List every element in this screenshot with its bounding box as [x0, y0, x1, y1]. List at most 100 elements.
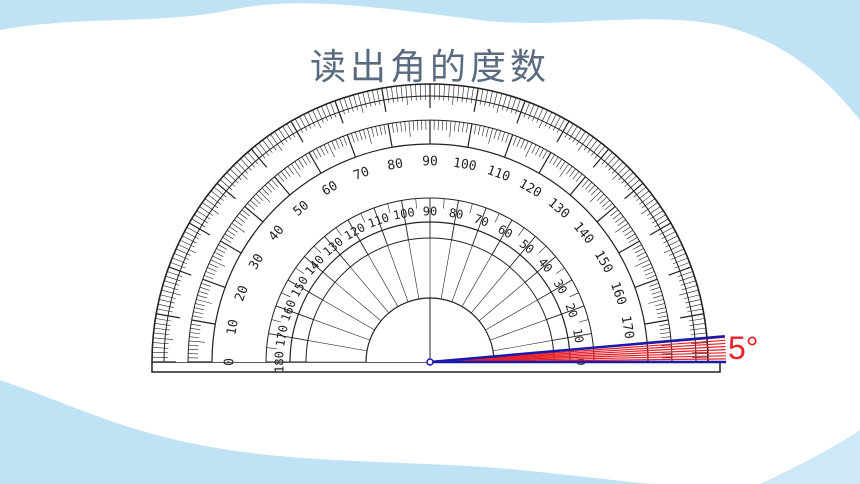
tick: [552, 333, 592, 341]
tick: [191, 319, 216, 325]
tick: [438, 84, 441, 101]
tick: [417, 120, 419, 131]
tick: [680, 313, 704, 319]
tick: [162, 285, 179, 291]
tick: [494, 213, 500, 223]
tick: [650, 286, 661, 291]
tick: [165, 275, 181, 282]
tick: [347, 219, 369, 255]
tick: [624, 182, 644, 200]
tick: [207, 267, 217, 272]
tick: [196, 299, 212, 304]
tick: [401, 200, 409, 240]
tick: [501, 131, 506, 142]
tick: [367, 128, 372, 144]
tick: [465, 122, 469, 133]
tick: [515, 99, 521, 115]
tick: [501, 94, 507, 111]
tick: [490, 319, 547, 341]
tick: [203, 274, 214, 280]
tick: [274, 131, 284, 145]
tick: [339, 137, 344, 148]
tick: [184, 231, 199, 240]
tick: [449, 120, 452, 137]
tick: [621, 172, 634, 184]
tick: [452, 85, 455, 106]
tick: [612, 165, 627, 180]
scale-label: 10: [224, 318, 241, 336]
tick: [287, 279, 323, 301]
tick: [552, 116, 561, 131]
tick: [614, 222, 629, 233]
tick: [632, 244, 642, 250]
tick: [646, 274, 657, 280]
tick: [270, 134, 283, 151]
scale-label: 170: [273, 324, 291, 348]
tick: [267, 181, 275, 190]
tick: [679, 275, 695, 282]
tick: [182, 235, 197, 244]
tick: [312, 109, 322, 129]
tick: [161, 289, 181, 296]
tick: [303, 114, 312, 129]
tick: [576, 131, 586, 145]
tick: [173, 253, 189, 260]
tick: [493, 129, 497, 140]
tick: [643, 267, 653, 272]
tick: [680, 280, 696, 286]
tick: [516, 100, 526, 124]
tick: [481, 126, 485, 137]
tick: [275, 305, 314, 321]
tick: [477, 125, 481, 136]
tick: [510, 97, 517, 113]
tick: [555, 267, 565, 274]
tick: [244, 205, 264, 223]
scale-label: 110: [366, 210, 391, 231]
tick: [204, 198, 219, 209]
tick: [190, 328, 201, 331]
tick: [583, 136, 594, 151]
tick: [308, 152, 322, 174]
tick: [199, 286, 210, 291]
tick: [194, 214, 208, 224]
tick: [168, 266, 192, 276]
tick: [690, 332, 707, 335]
tick: [478, 282, 526, 322]
tick: [687, 308, 703, 313]
tick: [649, 210, 664, 220]
tick: [419, 84, 422, 101]
tick: [601, 151, 613, 165]
tick: [226, 229, 236, 236]
tick: [353, 94, 359, 111]
tick: [577, 134, 590, 151]
tick: [538, 152, 552, 174]
tick: [321, 105, 328, 121]
tick: [212, 255, 222, 261]
tick: [466, 86, 469, 103]
tick: [690, 327, 706, 331]
tick: [379, 125, 383, 136]
tick: [324, 236, 351, 268]
tick: [612, 212, 621, 220]
scale-label: 20: [562, 301, 580, 319]
tick: [400, 121, 403, 132]
tick: [688, 318, 705, 322]
tick: [323, 144, 329, 154]
tick: [214, 251, 224, 257]
tick: [375, 126, 379, 137]
tick: [447, 84, 450, 101]
tick: [322, 299, 375, 331]
tick: [618, 240, 640, 254]
scale-label: 60: [319, 178, 340, 199]
tick: [589, 190, 602, 203]
tick: [252, 196, 261, 204]
tick: [581, 179, 589, 188]
tick: [532, 105, 539, 121]
tick: [408, 239, 420, 300]
tick: [286, 123, 296, 138]
tick: [280, 171, 288, 180]
tick: [445, 120, 448, 131]
tick: [268, 333, 308, 341]
tick: [158, 303, 174, 308]
tick: [556, 118, 566, 133]
